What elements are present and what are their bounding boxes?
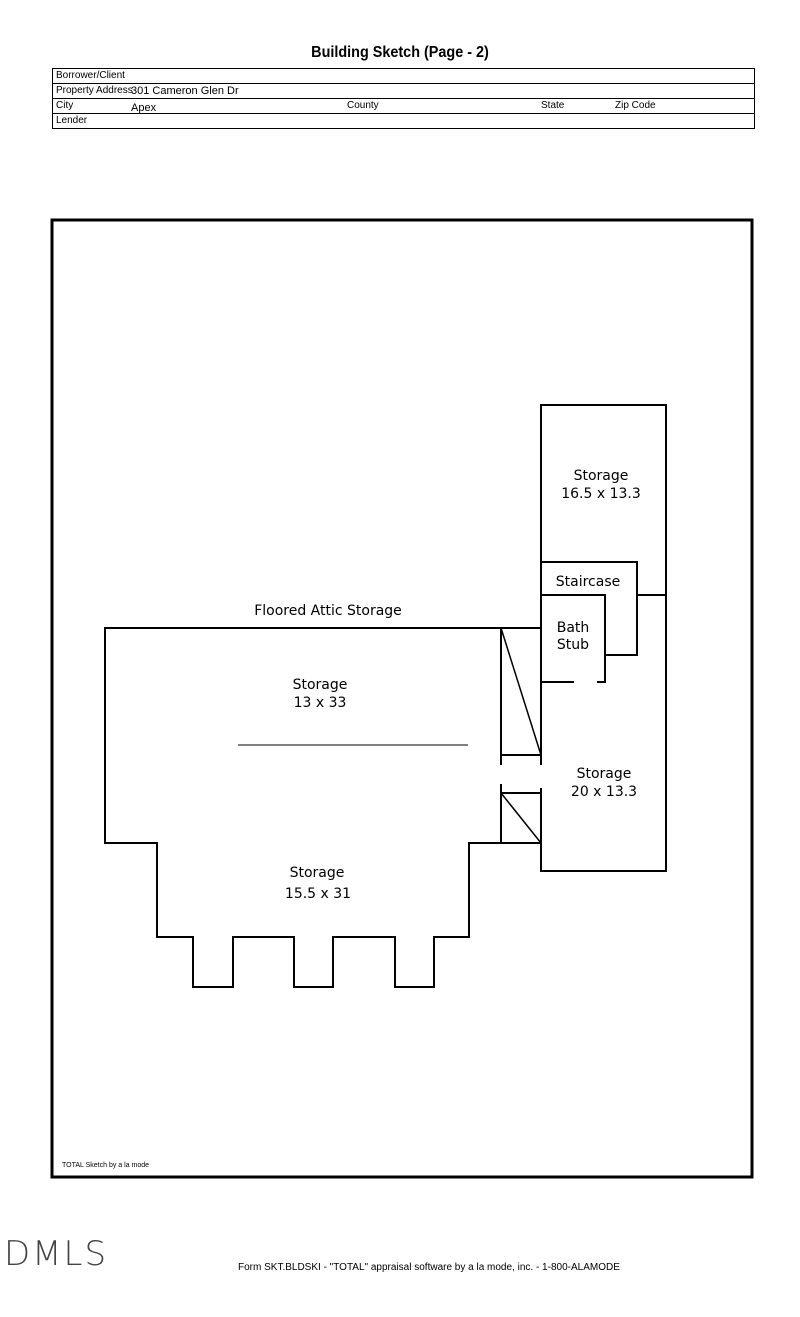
room-name: Bath — [557, 620, 590, 636]
page-title: Building Sketch (Page - 2) — [311, 44, 489, 61]
dmls-logo: DMLS — [4, 1234, 109, 1274]
room-dims: 20 x 13.3 — [571, 784, 637, 800]
room-dims: 16.5 x 13.3 — [561, 486, 641, 502]
room-dims: 13 x 33 — [294, 695, 347, 711]
city-value: Apex — [131, 102, 157, 114]
zip-label: Zip Code — [615, 100, 656, 111]
room-name: Storage — [290, 865, 345, 881]
city-label: City — [56, 100, 74, 111]
room-dims: 15.5 x 31 — [285, 886, 351, 902]
state-label: State — [541, 100, 565, 111]
room-name: Stub — [557, 637, 589, 653]
stairs — [500, 627, 542, 844]
attic-label: Floored Attic Storage — [254, 603, 402, 619]
lender-label: Lender — [56, 115, 88, 126]
borrower-label: Borrower/Client — [56, 70, 125, 81]
main-wall — [104, 627, 541, 988]
county-label: County — [347, 100, 379, 111]
right-wing-walls — [540, 404, 667, 872]
sketch-frame — [50, 218, 754, 1179]
room-name: Storage — [293, 677, 348, 693]
footer-text: Form SKT.BLDSKI - "TOTAL" appraisal soft… — [238, 1262, 620, 1273]
address-label: Property Address — [56, 85, 133, 96]
room-name: Storage — [574, 468, 629, 484]
room-name: Storage — [577, 766, 632, 782]
room-name: Staircase — [556, 574, 620, 590]
address-value: 301 Cameron Glen Dr — [131, 85, 239, 97]
sketch-credit: TOTAL Sketch by a la mode — [62, 1162, 150, 1169]
